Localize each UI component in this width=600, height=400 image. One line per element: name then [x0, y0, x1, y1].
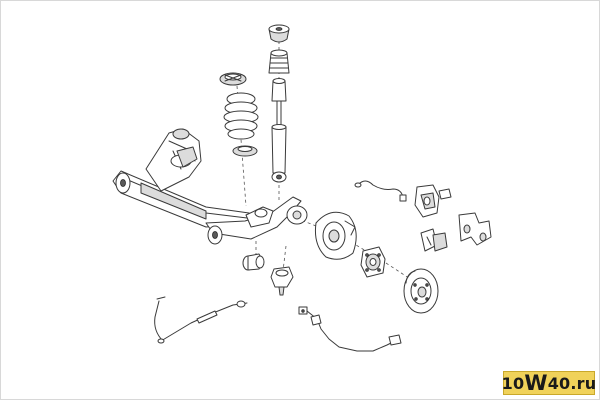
brake-pads	[420, 228, 448, 252]
shock-absorber	[271, 100, 287, 183]
abs-sensor-cable	[298, 306, 402, 352]
coil-spring	[223, 92, 259, 140]
trailing-arm-bushing	[242, 253, 265, 271]
lower-spring-pad	[232, 145, 258, 157]
brake-caliper	[414, 184, 452, 218]
bump-stop	[268, 49, 290, 74]
dust-boot	[271, 78, 287, 102]
brake-disc	[403, 268, 439, 314]
watermark-mark: W	[524, 370, 548, 395]
strut-top-mount	[268, 24, 290, 43]
handbrake-cable	[154, 296, 248, 344]
rubber-mount	[270, 266, 294, 296]
caliper-bracket	[458, 212, 492, 246]
wheel-hub-bearing	[360, 246, 386, 278]
watermark-prefix: 10	[501, 373, 525, 393]
watermark-suffix: 40.ru	[547, 373, 597, 393]
rear-axle-beam	[112, 128, 308, 245]
brake-backing-plate	[315, 211, 357, 260]
upper-spring-seat	[219, 72, 247, 86]
brake-hose	[354, 180, 407, 202]
